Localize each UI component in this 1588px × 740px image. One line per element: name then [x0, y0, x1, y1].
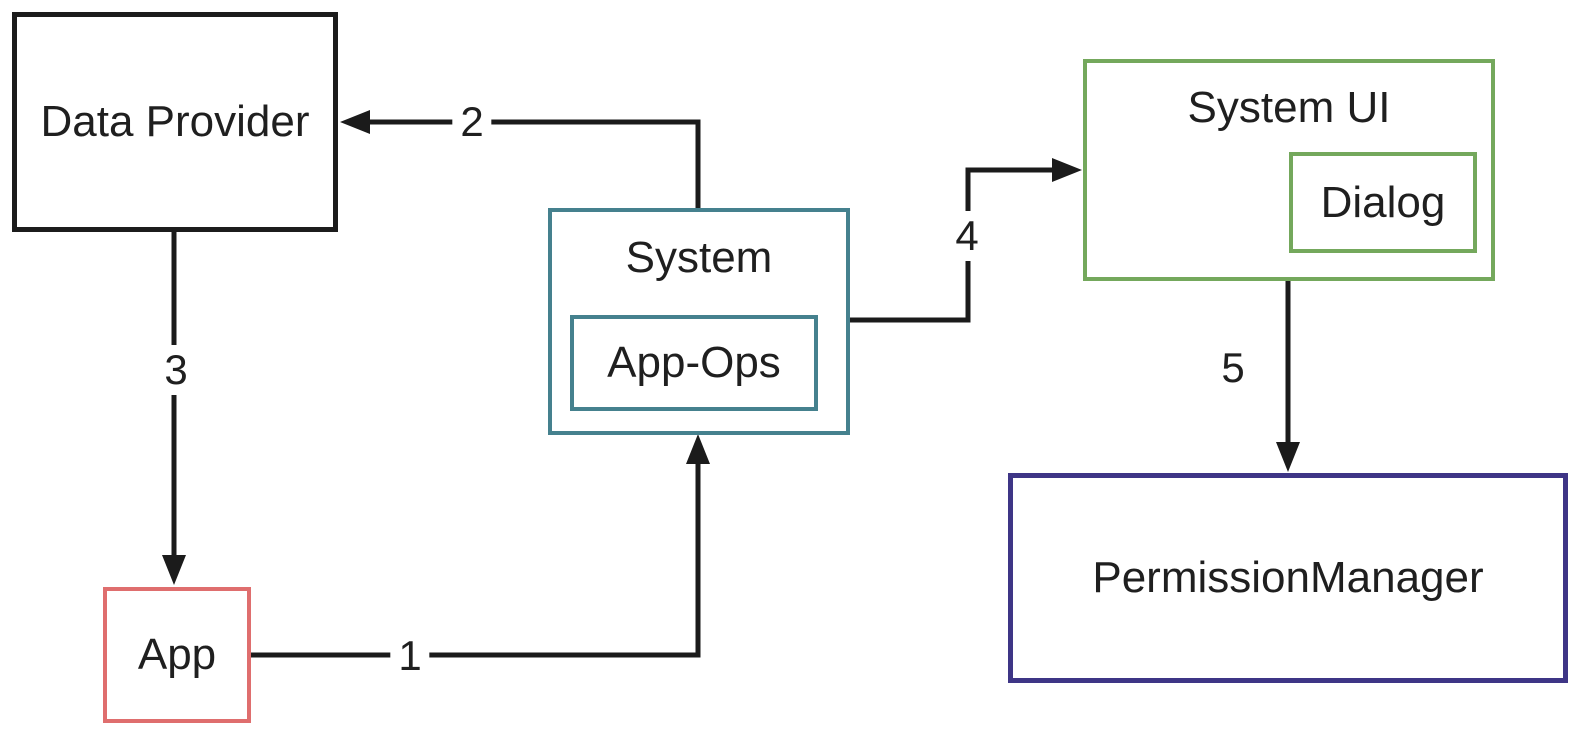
arrowhead-down-icon — [1276, 442, 1300, 472]
arrowhead-right-icon — [1052, 158, 1082, 182]
arrowhead-up-icon — [686, 434, 710, 464]
node-system: System App-Ops — [548, 208, 850, 435]
node-data-provider-label: Data Provider — [40, 97, 310, 146]
node-app: App — [103, 587, 251, 723]
edge-label-3: 3 — [156, 345, 196, 395]
node-dialog-label: Dialog — [1320, 177, 1446, 227]
node-app-ops-label: App-Ops — [607, 338, 781, 387]
node-permission-manager-label: PermissionManager — [1092, 553, 1484, 602]
node-system-ui-label: System UI — [1187, 83, 1391, 132]
node-app-label: App — [137, 630, 217, 679]
arrowhead-left-icon — [340, 110, 370, 134]
node-dialog: Dialog — [1289, 152, 1477, 253]
arrow-2-system-to-data-provider — [340, 110, 701, 208]
arrowhead-down-icon — [162, 555, 186, 585]
node-permission-manager: PermissionManager — [1008, 473, 1568, 683]
edge-label-5: 5 — [1213, 343, 1253, 393]
node-data-provider: Data Provider — [12, 12, 338, 232]
arrow-1-app-to-system — [251, 434, 710, 658]
node-system-label: System — [625, 233, 773, 282]
edge-label-1: 1 — [390, 631, 430, 681]
arrow-5-system-ui-to-permission-manager — [1276, 280, 1300, 472]
node-system-ui: System UI Dialog — [1083, 59, 1495, 281]
node-app-ops: App-Ops — [570, 315, 818, 411]
edge-label-2: 2 — [452, 97, 492, 147]
arrow-3-data-provider-to-app — [162, 232, 186, 585]
edge-label-4: 4 — [947, 211, 987, 261]
